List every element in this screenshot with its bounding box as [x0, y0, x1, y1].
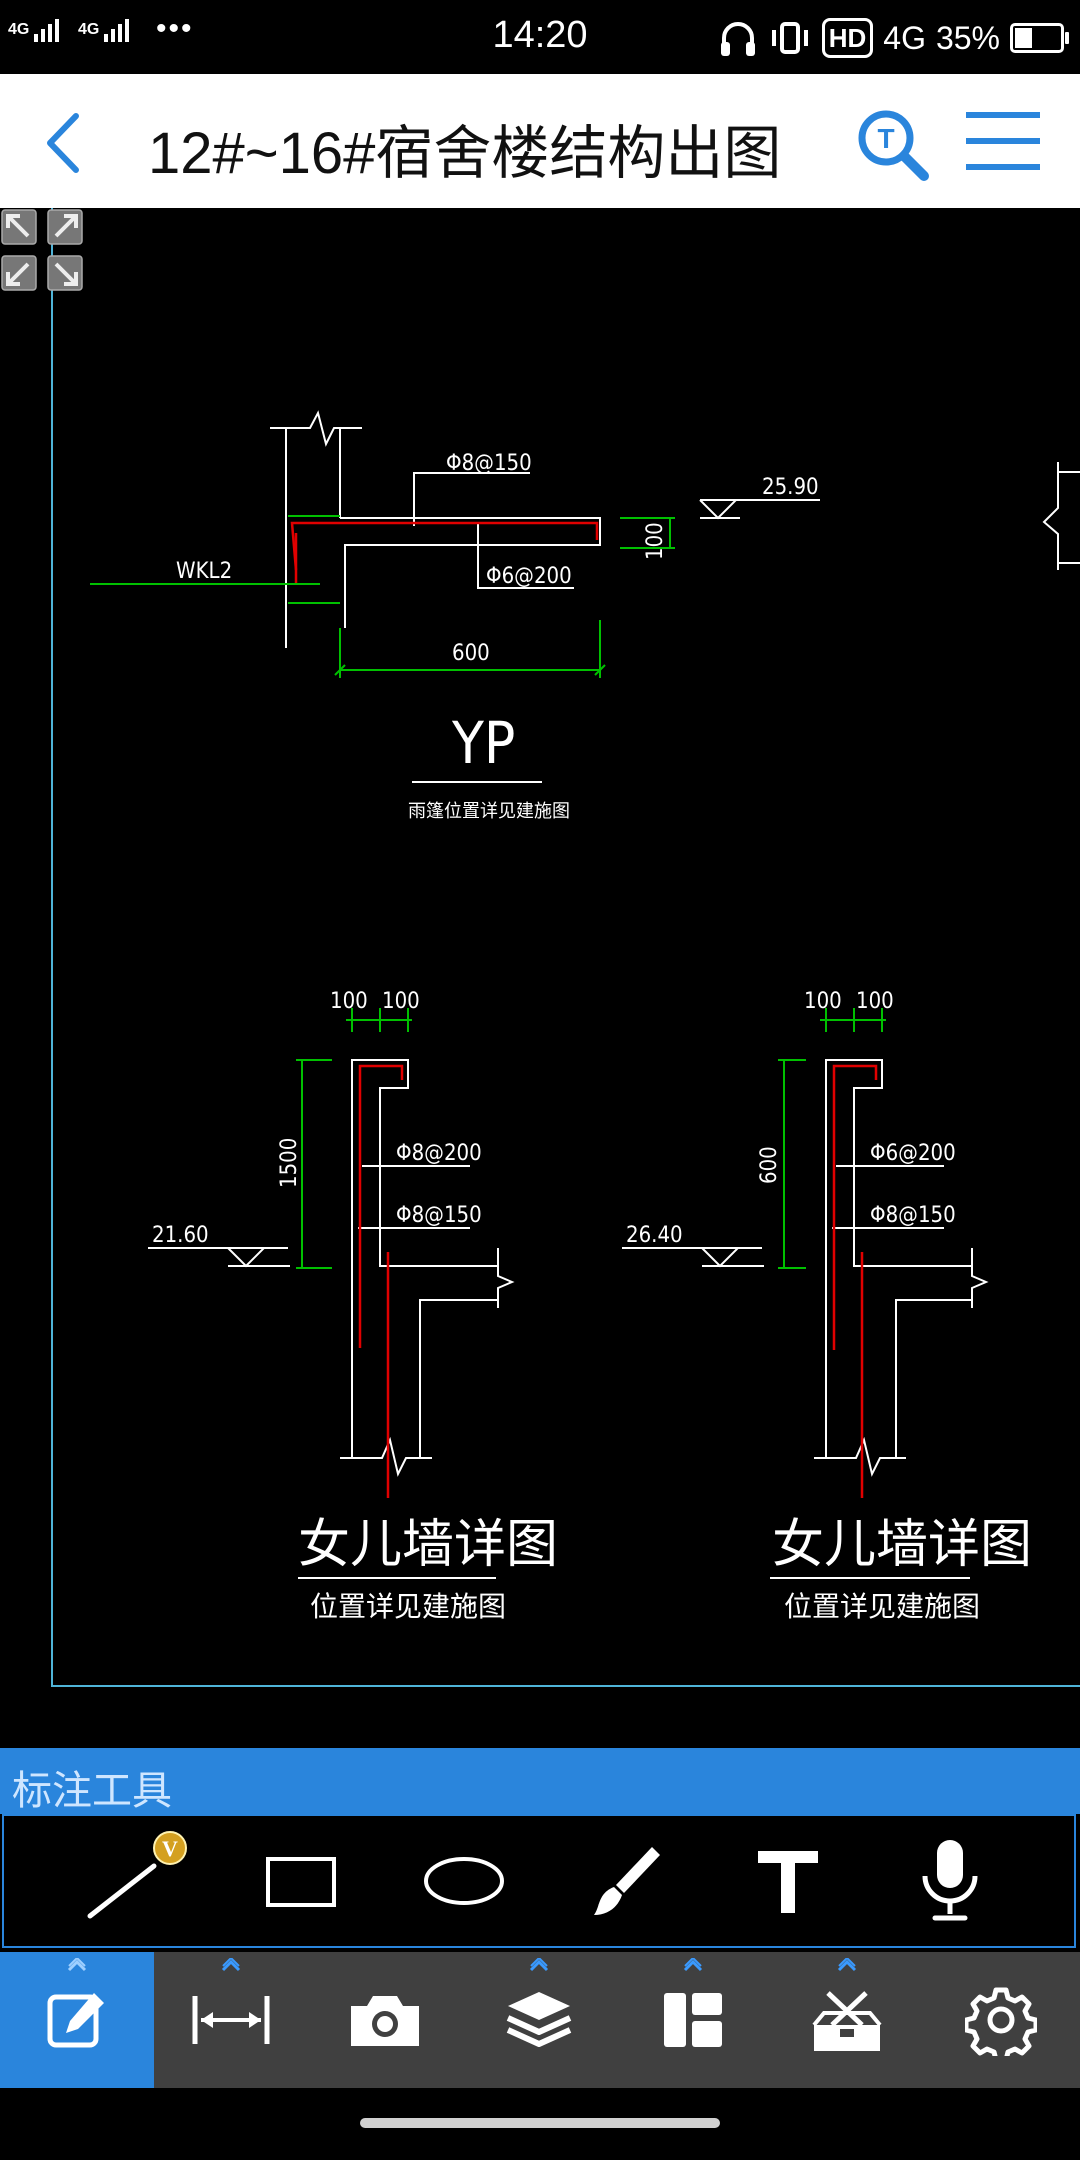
microphone-icon: [922, 1840, 978, 1921]
clock: 14:20: [492, 14, 588, 56]
chevron-up-icon: [67, 1958, 87, 1972]
chevron-up-icon: [221, 1958, 241, 1972]
yp-thickness-dim: 100: [643, 522, 668, 560]
parapet-right-subtitle: 位置详见建施图: [784, 1590, 980, 1623]
parapet-right-dim-b: 100: [856, 989, 894, 1014]
yp-rebar-bottom-label: Φ6@200: [486, 564, 572, 589]
battery-fill: [1015, 28, 1032, 48]
brush-tool-button[interactable]: [556, 1816, 696, 1946]
network-type: 4G: [883, 19, 926, 56]
cad-drawing: Φ8@150 Φ6@200 WKL2 600 100 25.90 YP 雨篷位置…: [51, 208, 1080, 1687]
yp-canopy-detail: [270, 410, 601, 648]
line-tool-button[interactable]: V: [64, 1816, 204, 1946]
parapet-left-title: 女儿墙详图: [298, 1515, 558, 1575]
parapet-left-dim-b: 100: [382, 989, 420, 1014]
parapet-left-height-dim: 1500: [277, 1138, 302, 1188]
signal-label-1: 4G: [8, 21, 30, 39]
text-search-icon[interactable]: T: [852, 104, 932, 184]
camera-icon: [351, 1996, 419, 2046]
app-header: 12#~16#宿舍楼结构出图 T: [0, 74, 1080, 210]
chevron-up-icon: [837, 1958, 857, 1972]
layers-icon: [506, 1992, 572, 2047]
parapet-left-rebar-1: Φ8@200: [396, 1141, 482, 1166]
fullscreen-icon[interactable]: [0, 208, 84, 292]
layout-icon: [664, 1993, 722, 2047]
voice-tool-button[interactable]: [880, 1816, 1020, 1946]
parapet-right-title: 女儿墙详图: [772, 1515, 1032, 1575]
chevron-up-icon: [683, 1958, 703, 1972]
rectangle-icon: [266, 1857, 336, 1907]
toolbox-icon: [812, 1991, 882, 2051]
svg-text:T: T: [877, 123, 894, 154]
signal-strength-1: 4G: [8, 18, 74, 42]
yp-elevation-mark: [699, 499, 820, 520]
ellipse-icon: [424, 1857, 504, 1905]
measure-tab[interactable]: [154, 1952, 308, 2088]
menu-icon[interactable]: [966, 108, 1040, 174]
camera-tab[interactable]: [308, 1952, 462, 2088]
partial-wall-right: [1042, 462, 1059, 570]
headphones-icon: [720, 22, 755, 56]
yp-rebar-top-label: Φ8@150: [446, 451, 532, 476]
more-notifications: •••: [156, 12, 194, 45]
parapet-left-subtitle: 位置详见建施图: [310, 1590, 506, 1623]
drawing-canvas[interactable]: Φ8@150 Φ6@200 WKL2 600 100 25.90 YP 雨篷位置…: [0, 208, 1080, 1748]
parapet-left-detail: 100 100 1500 Φ8@200 Φ8@150 21.60 女儿墙详图 位…: [148, 989, 558, 1623]
signal-bars-icon: [103, 19, 129, 42]
drawing-frame: [51, 208, 1080, 1687]
yp-subtitle: 雨篷位置详见建施图: [408, 801, 570, 822]
parapet-right-rebar-1: Φ6@200: [870, 1141, 956, 1166]
brush-icon: [594, 1847, 660, 1915]
annotate-tab[interactable]: [0, 1952, 154, 2088]
parapet-right-detail: 100 100 600 Φ6@200 Φ8@150 26.40 女儿墙详图 位置…: [622, 989, 1032, 1623]
back-icon[interactable]: [36, 108, 96, 178]
parapet-left-rebar-2: Φ8@150: [396, 1203, 482, 1228]
parapet-right-elevation: 26.40: [626, 1223, 683, 1248]
parapet-right-rebar-2: Φ8@150: [870, 1203, 956, 1228]
yp-rebar: [290, 521, 599, 583]
parapet-right-height-dim: 600: [757, 1146, 782, 1184]
vip-badge: V: [162, 1836, 178, 1861]
tools-tab[interactable]: [770, 1952, 924, 2088]
vibrate-icon: [771, 22, 808, 54]
status-right: HD 4G 35%: [718, 16, 1069, 60]
ellipse-tool-button[interactable]: [394, 1816, 534, 1946]
signal-label-2: 4G: [78, 21, 100, 39]
parapet-left-dim-a: 100: [330, 989, 368, 1014]
line-icon: V: [87, 1831, 187, 1919]
rectangle-tool-button[interactable]: [232, 1816, 372, 1946]
annotation-toolbar-header: 标注工具: [0, 1748, 1080, 1814]
hd-badge: HD: [821, 18, 874, 58]
settings-tab[interactable]: [924, 1952, 1078, 2088]
battery-percent: 35%: [935, 19, 1000, 56]
signal-bars-icon: [33, 19, 59, 42]
edit-note-icon: [47, 1993, 104, 2048]
annotation-toolbar-label: 标注工具: [12, 1769, 172, 1813]
yp-beam-label: WKL2: [176, 559, 232, 584]
status-bar: 4G 4G ••• 14:20 HD 4G 35%: [0, 0, 1080, 74]
battery-icon: [1010, 23, 1069, 53]
page-title: 12#~16#宿舍楼结构出图: [148, 121, 782, 186]
dimension-icon: [192, 1996, 270, 2044]
yp-elevation-label: 25.90: [762, 475, 819, 500]
yp-title: YP: [451, 709, 515, 777]
yp-width-dim: 600: [452, 641, 490, 666]
layout-tab[interactable]: [616, 1952, 770, 2088]
gear-icon: [965, 1987, 1037, 2056]
text-tool-button[interactable]: [718, 1816, 858, 1946]
signal-strength-2: 4G: [78, 18, 144, 42]
gesture-bar[interactable]: [360, 2118, 720, 2128]
yp-dims: [90, 515, 675, 678]
bottom-toolbar: [0, 1952, 1080, 2088]
text-icon: [758, 1851, 818, 1913]
parapet-left-elevation: 21.60: [152, 1223, 209, 1248]
chevron-up-icon: [529, 1958, 549, 1972]
annotation-tools: V: [2, 1814, 1076, 1948]
parapet-right-dim-a: 100: [804, 989, 842, 1014]
layers-tab[interactable]: [462, 1952, 616, 2088]
